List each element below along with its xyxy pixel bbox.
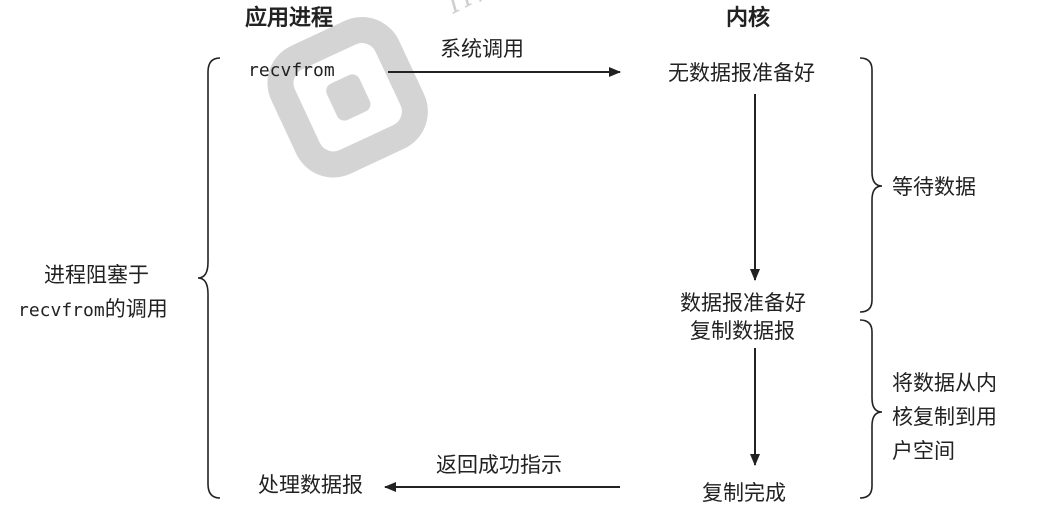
recvfrom-call-label: recvfrom [248, 60, 335, 81]
wait-data-label: 等待数据 [892, 175, 976, 199]
syscall-label: 系统调用 [440, 37, 524, 61]
left-brace [197, 57, 221, 499]
process-datagram-label: 处理数据报 [258, 473, 363, 497]
blocked-label-recvfrom: recvfrom [18, 300, 105, 321]
copy-brace [859, 319, 883, 499]
blocked-label-suffix: 的调用 [104, 297, 168, 321]
copy-complete-label: 复制完成 [702, 481, 786, 505]
blocked-label-line2: recvfrom的调用 [18, 292, 168, 328]
copy-to-user-line1: 将数据从内 [892, 371, 997, 395]
blocked-label-line1: 进程阻塞于 [44, 263, 149, 287]
wait-brace [859, 57, 883, 313]
return-success-label: 返回成功指示 [436, 453, 562, 477]
no-datagram-ready-label: 无数据报准备好 [668, 61, 815, 85]
kernel-header: 内核 [726, 6, 771, 31]
copy-to-user-line2: 核复制到用 [892, 405, 997, 429]
datagram-ready-label: 数据报准备好 [680, 291, 806, 315]
copy-to-user-line3: 户空间 [892, 439, 955, 463]
watermark-logo [267, 17, 428, 178]
app-process-header: 应用进程 [245, 6, 334, 31]
copy-datagram-label: 复制数据报 [690, 319, 795, 343]
